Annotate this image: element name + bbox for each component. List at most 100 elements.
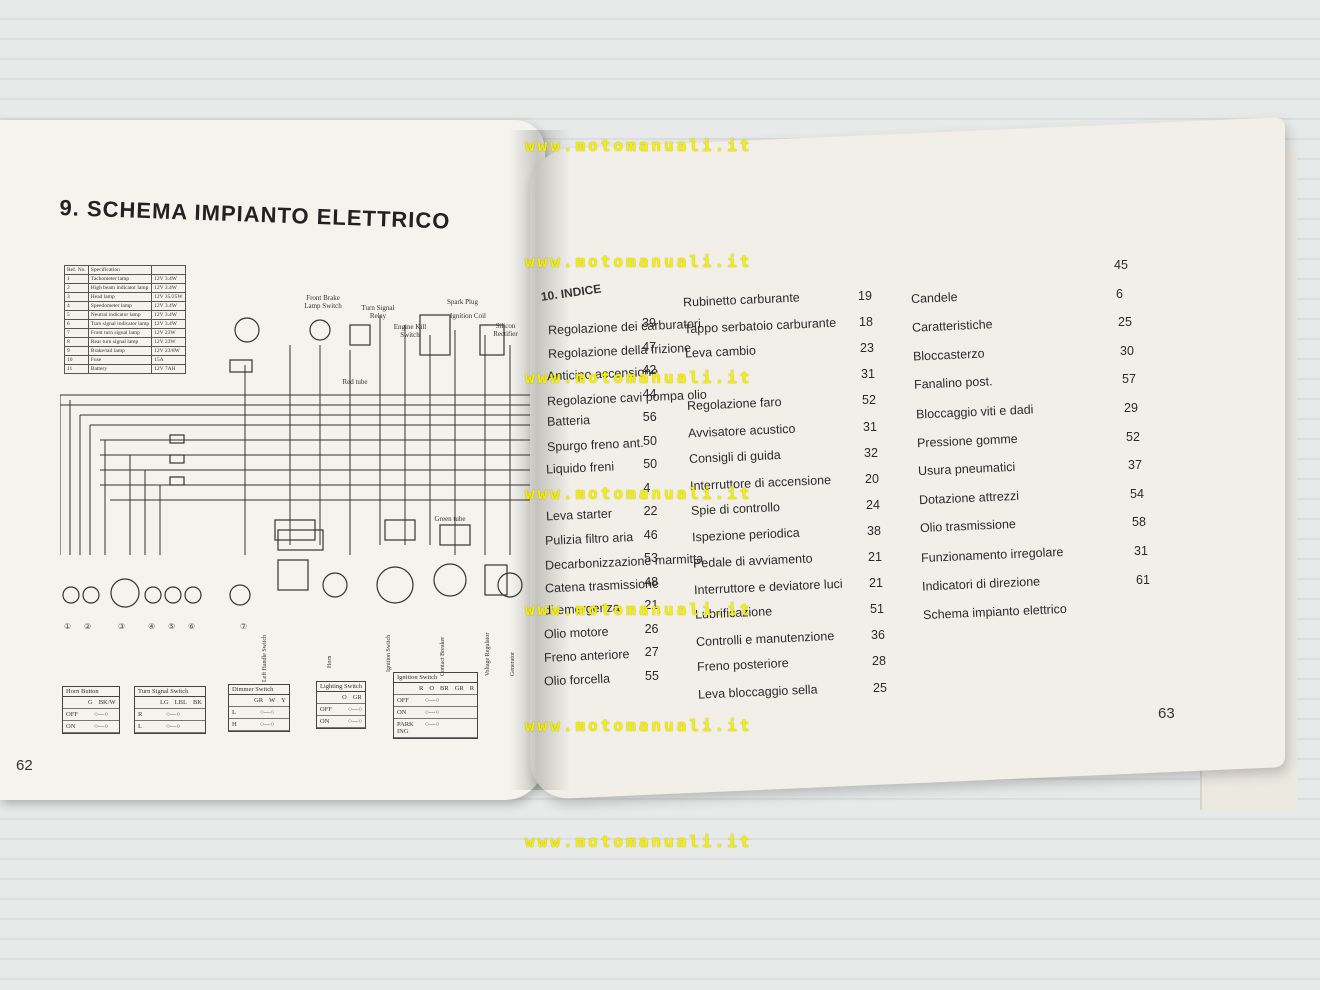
switch-row: ON ○—○ bbox=[63, 721, 119, 733]
index-entry-page: 18 bbox=[859, 315, 873, 330]
index-entry-page: 4 bbox=[643, 480, 651, 495]
index-entry-page: 54 bbox=[1130, 486, 1144, 501]
index-entry-page: 25 bbox=[1118, 315, 1132, 330]
ref-2: ② bbox=[84, 622, 92, 631]
switch-row: PARK ING ○—○ bbox=[394, 719, 478, 738]
index-entry-page: 38 bbox=[867, 523, 881, 538]
index-entry-page: 58 bbox=[1132, 515, 1146, 530]
switch-row-label: L bbox=[232, 709, 236, 716]
front-brake-label: Front Brake Lamp Switch bbox=[304, 294, 342, 310]
watermark: www.motomanuali.it bbox=[525, 832, 753, 851]
ref-1: ① bbox=[64, 622, 72, 631]
switch-table-title: Lighting Switch bbox=[317, 682, 366, 692]
switch-col: LBL bbox=[174, 699, 187, 706]
switch-contact-icon: ○—○ bbox=[425, 721, 440, 728]
green-tube-label: Green tube bbox=[434, 515, 466, 523]
switch-table-title: Turn Signal Switch bbox=[135, 687, 205, 697]
ref-6: ⑥ bbox=[188, 622, 196, 631]
left-handle-switch-label: Left Handle Switch bbox=[262, 635, 268, 682]
switch-table-title: Dimmer Switch bbox=[229, 685, 289, 695]
index-entry-page: 21 bbox=[644, 598, 659, 612]
switch-col: GR bbox=[352, 694, 362, 701]
ignition-switch-label: Ignition Switch bbox=[386, 634, 392, 672]
switch-row-label: PARK ING bbox=[397, 721, 414, 735]
ref-7: ⑦ bbox=[240, 622, 248, 631]
book-gutter-shadow bbox=[510, 130, 570, 790]
index-entry-page: 51 bbox=[870, 602, 884, 617]
ignition-coil-label: Ignition Coil bbox=[450, 312, 486, 320]
blank-cell bbox=[232, 697, 248, 704]
switch-row-label: OFF bbox=[66, 711, 78, 718]
index-entry-label: Leva starter bbox=[545, 506, 612, 524]
watermark: www.motomanuali.it bbox=[525, 484, 753, 503]
index-entry-page: 42 bbox=[642, 363, 657, 377]
switch-contact-icon: ○—○ bbox=[348, 706, 363, 713]
switch-col: GR bbox=[454, 685, 464, 692]
index-entry-page: 32 bbox=[864, 445, 878, 460]
rectifier-label: Silicon Rectifier bbox=[493, 322, 518, 338]
watermark: www.motomanuali.it bbox=[525, 252, 753, 271]
switch-contact-icon: ○—○ bbox=[94, 723, 109, 730]
index-entry-page: 50 bbox=[643, 433, 657, 448]
switch-table-title: Horn Button bbox=[63, 687, 119, 697]
left-page-number: 62 bbox=[16, 757, 33, 774]
index-entry-page: 31 bbox=[1134, 544, 1148, 558]
index-entry-page: 36 bbox=[871, 628, 885, 643]
switch-row: H○—○ bbox=[229, 719, 289, 731]
index-entry-page: 31 bbox=[861, 367, 875, 382]
switch-row: OFF○—○ bbox=[63, 709, 119, 721]
switch-row-label: ON bbox=[66, 723, 76, 730]
switch-col: GR bbox=[254, 697, 264, 704]
switch-row: ON○—○ bbox=[394, 707, 478, 719]
switch-contact-icon: ○—○ bbox=[260, 709, 275, 716]
index-entry-page: 52 bbox=[1126, 429, 1140, 444]
generator-label: Generator bbox=[510, 652, 516, 676]
ref-4: ④ bbox=[148, 622, 156, 631]
switch-row: L○—○ bbox=[135, 721, 205, 733]
index-entry-page: 27 bbox=[644, 645, 659, 659]
switch-row-label: ON bbox=[320, 718, 330, 725]
index-entry-page: 26 bbox=[644, 621, 659, 636]
index-entry-page: 48 bbox=[644, 574, 659, 589]
switch-col: BK bbox=[192, 699, 202, 706]
switch-contact-icon: ○—○ bbox=[348, 718, 363, 725]
index-entry-page: 37 bbox=[1128, 458, 1142, 473]
ref-5: ⑤ bbox=[168, 622, 176, 631]
index-entry-page: 53 bbox=[644, 551, 658, 565]
index-entry-page: 21 bbox=[869, 576, 883, 591]
engine-kill-label: Engine Kill Switch bbox=[393, 323, 427, 339]
voltage-regulator-label: Voltage Regulator bbox=[485, 632, 491, 676]
index-entry-page: 31 bbox=[863, 419, 877, 434]
index-entry-page: 50 bbox=[643, 457, 658, 471]
switch-col: W bbox=[269, 697, 276, 704]
index-entry-page: 57 bbox=[1122, 372, 1136, 387]
index-entry-page: 20 bbox=[865, 471, 879, 486]
index-entry-page: 56 bbox=[642, 410, 657, 424]
switch-col: O bbox=[429, 685, 435, 692]
switch-row-label: ON bbox=[397, 709, 407, 716]
index-entry-page: 55 bbox=[645, 668, 659, 683]
spark-plug-label: Spark Plug bbox=[447, 298, 478, 306]
index-entry-page: 30 bbox=[1120, 343, 1134, 358]
blank-cell bbox=[66, 699, 82, 706]
index-entry-page: 39 bbox=[642, 316, 656, 330]
index-entry-label: Candele bbox=[910, 289, 958, 306]
switch-col: BR bbox=[440, 685, 449, 692]
switch-contact-icon: ○—○ bbox=[166, 723, 181, 730]
blank-cell bbox=[397, 685, 413, 692]
switch-row-label: R bbox=[138, 711, 143, 718]
watermark: www.motomanuali.it bbox=[525, 136, 753, 155]
index-entry-page: 22 bbox=[643, 504, 658, 518]
index-entry-page: 29 bbox=[1124, 401, 1138, 415]
switch-contact-icon: ○—○ bbox=[166, 711, 181, 718]
switch-contact-icon: ○—○ bbox=[260, 721, 275, 728]
index-entry-page: 44 bbox=[642, 386, 657, 401]
switch-row-label: OFF bbox=[397, 697, 409, 704]
horn-label: Horn bbox=[327, 655, 333, 668]
switch-col: G bbox=[88, 699, 93, 706]
